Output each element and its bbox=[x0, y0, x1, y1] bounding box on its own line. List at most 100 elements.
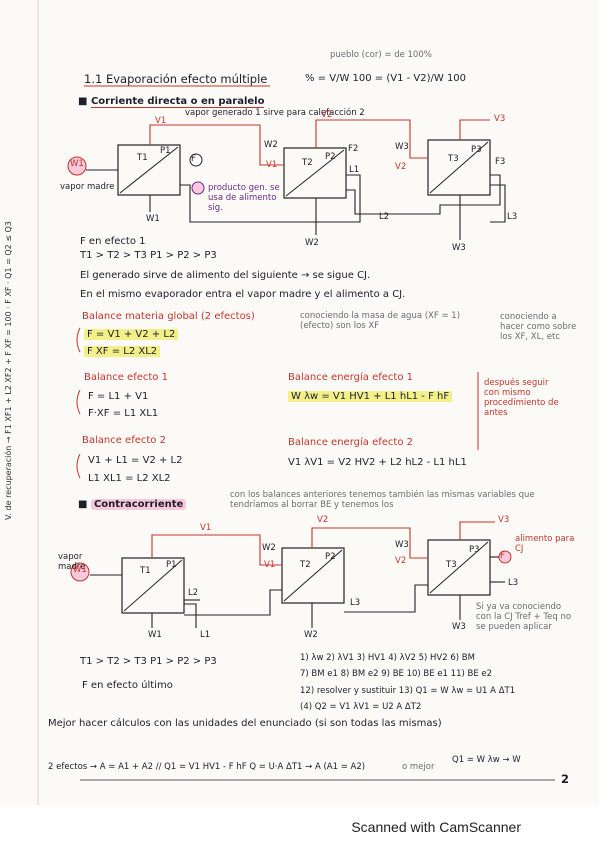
balance-margin-note: conociendo a hacer como sobre los XF, XL… bbox=[500, 312, 577, 342]
d2-t2: T2 bbox=[300, 560, 311, 570]
feed-marker bbox=[189, 153, 203, 167]
energy2-header: Balance energía efecto 2 bbox=[288, 437, 413, 448]
diagram-2 bbox=[70, 521, 512, 628]
bottom-note: Mejor hacer cálculos con las unidades de… bbox=[48, 718, 442, 729]
d2-l1: L1 bbox=[200, 630, 211, 640]
d1-v2: V2 bbox=[321, 110, 333, 120]
d2-v1: V1 bbox=[200, 523, 212, 533]
d1-t3: T3 bbox=[448, 154, 459, 164]
d2-f: F bbox=[500, 551, 505, 561]
side-margin-text: V. de recuperación → F1 XF1 + L2 XF2 + F… bbox=[4, 221, 13, 520]
steps-line1: 1) λw 2) λV1 3) HV1 4) λV2 5) HV2 6) BM bbox=[300, 653, 475, 663]
d2-t1: T1 bbox=[140, 566, 151, 576]
eq-global-2: F XF = L2 XL2 bbox=[84, 346, 161, 357]
d2-t3: T3 bbox=[446, 560, 457, 570]
d1-v1: V1 bbox=[155, 116, 167, 126]
d2-vapor-madre: vapor madre bbox=[58, 552, 86, 572]
d2-alimento: alimento para CJ bbox=[515, 534, 575, 554]
steps-line4: (4) Q2 = V1 λV1 = U2 A ΔT2 bbox=[300, 702, 422, 712]
d1-w2: W2 bbox=[264, 140, 278, 150]
d2-w3: W3 bbox=[395, 540, 409, 550]
energy1-eq: W λw = V1 HV1 + L1 hL1 - F hF bbox=[288, 391, 453, 402]
d1-t1: T1 bbox=[137, 153, 148, 163]
d1-t2: T2 bbox=[302, 158, 313, 168]
d2-v1b: V1 bbox=[264, 560, 276, 570]
page-number: 2 bbox=[561, 772, 570, 786]
d2-p1: P1 bbox=[166, 560, 177, 570]
diagram-1 bbox=[67, 119, 506, 240]
note2-line1: T1 > T2 > T3 P1 > P2 > P3 bbox=[80, 656, 217, 667]
d2-v2b: V2 bbox=[395, 556, 407, 566]
d1-f2: F2 bbox=[348, 144, 359, 154]
scanner-footer: Scanned with CamScanner bbox=[0, 805, 599, 848]
d1-l3: L3 bbox=[507, 212, 518, 222]
d1-p1: P1 bbox=[160, 146, 171, 156]
d1-f: F bbox=[191, 154, 196, 164]
d1-v3: V3 bbox=[494, 114, 506, 124]
d2-w3-out: W3 bbox=[452, 622, 466, 632]
effect2-header: Balance efecto 2 bbox=[82, 435, 166, 446]
section-counter: ■ Contracorriente bbox=[78, 499, 187, 510]
d1-note-top: vapor generado 1 sirve para calefacción … bbox=[185, 108, 365, 118]
scanner-watermark: Scanned with CamScanner bbox=[351, 819, 521, 835]
d1-vapor-madre: vapor madre bbox=[60, 182, 115, 192]
steam-inlet-marker bbox=[67, 156, 87, 176]
d2-p3: P3 bbox=[469, 545, 480, 555]
product-marker bbox=[191, 181, 205, 195]
d2-w2: W2 bbox=[262, 543, 276, 553]
notebook-page: V. de recuperación → F1 XF1 + L2 XF2 + F… bbox=[4, 0, 577, 805]
evaporator-2-diagonal bbox=[285, 149, 345, 197]
bottom-right-note: o mejor bbox=[402, 762, 435, 772]
evaporator-2-box bbox=[283, 147, 347, 199]
note1-line3: El generado sirve de alimento del siguie… bbox=[80, 270, 371, 281]
note1-line4: En el mismo evaporador entra el vapor ma… bbox=[80, 289, 406, 300]
effect1-header: Balance efecto 1 bbox=[84, 372, 168, 383]
d2-v3: V3 bbox=[498, 515, 510, 525]
d2-l2: L2 bbox=[188, 588, 199, 598]
d2-w2-out: W2 bbox=[304, 630, 318, 640]
d1-product-note: producto gen. se usa de alimento sig. bbox=[208, 183, 280, 213]
d2-p2: P2 bbox=[325, 552, 336, 562]
d2-l3b: L3 bbox=[508, 578, 519, 588]
steam-inlet-marker-2 bbox=[70, 562, 90, 582]
d1-w3-out: W3 bbox=[452, 243, 466, 253]
eq-global-1: F = V1 + V2 + L2 bbox=[84, 329, 179, 340]
d1-w1-in: W1 bbox=[70, 159, 84, 169]
effect2-eq2: L1 XL1 = L2 XL2 bbox=[88, 473, 171, 484]
evaporator-1b-box bbox=[121, 557, 185, 614]
bottom-right: Q1 = W λw → W bbox=[452, 755, 521, 765]
d1-p2: P2 bbox=[325, 152, 336, 162]
d1-p3: P3 bbox=[471, 145, 482, 155]
d1-v2b: V2 bbox=[395, 162, 407, 172]
steps-line2: 7) BM e1 8) BM e2 9) BE 10) BE e1 11) BE… bbox=[300, 669, 493, 679]
d1-w1-out: W1 bbox=[146, 214, 160, 224]
evaporator-1-diagonal bbox=[119, 146, 179, 194]
d2-v2: V2 bbox=[317, 515, 329, 525]
d2-l3: L3 bbox=[350, 598, 361, 608]
note1-line2: T1 > T2 > T3 P1 > P2 > P3 bbox=[80, 250, 217, 261]
title-formula: % = V/W 100 = (V1 - V2)/W 100 bbox=[305, 73, 467, 84]
d2-w: W1 bbox=[73, 565, 87, 575]
effect2-eq1: V1 + L1 = V2 + L2 bbox=[88, 455, 183, 466]
d1-f3: F3 bbox=[495, 157, 506, 167]
counter-note: con los balances anteriores tenemos tamb… bbox=[230, 490, 535, 510]
after-note: después seguir con mismo procedimiento d… bbox=[484, 378, 559, 418]
evaporator-2b-box bbox=[281, 547, 345, 604]
section-parallel: ■ Corriente directa o en paralelo bbox=[78, 96, 265, 108]
d1-w2-out: W2 bbox=[305, 238, 319, 248]
d1-l2: L2 bbox=[379, 212, 390, 222]
effect1-eq1: F = L1 + V1 bbox=[88, 391, 149, 402]
energy1-header: Balance energía efecto 1 bbox=[288, 372, 413, 383]
evaporator-3b-box bbox=[427, 539, 491, 596]
evaporator-3-diagonal bbox=[429, 141, 489, 194]
evaporator-3-box bbox=[427, 139, 491, 196]
effect1-eq2: F·XF = L1 XL1 bbox=[88, 408, 159, 419]
balance-header: Balance materia global (2 efectos) bbox=[82, 311, 255, 322]
steps-line3: 12) resolver y sustituir 13) Q1 = W λw =… bbox=[300, 686, 516, 696]
bottom-formula: 2 efectos → A = A1 + A2 // Q1 = V1 HV1 -… bbox=[48, 762, 366, 772]
note2-line2: F en efecto último bbox=[82, 680, 173, 691]
d1-w3: W3 bbox=[395, 142, 409, 152]
balance-side-note: conociendo la masa de agua (XF = 1) (efe… bbox=[300, 311, 461, 331]
d2-w1-out: W1 bbox=[148, 630, 162, 640]
title-note: pueblo (cor) = de 100% bbox=[330, 50, 432, 60]
